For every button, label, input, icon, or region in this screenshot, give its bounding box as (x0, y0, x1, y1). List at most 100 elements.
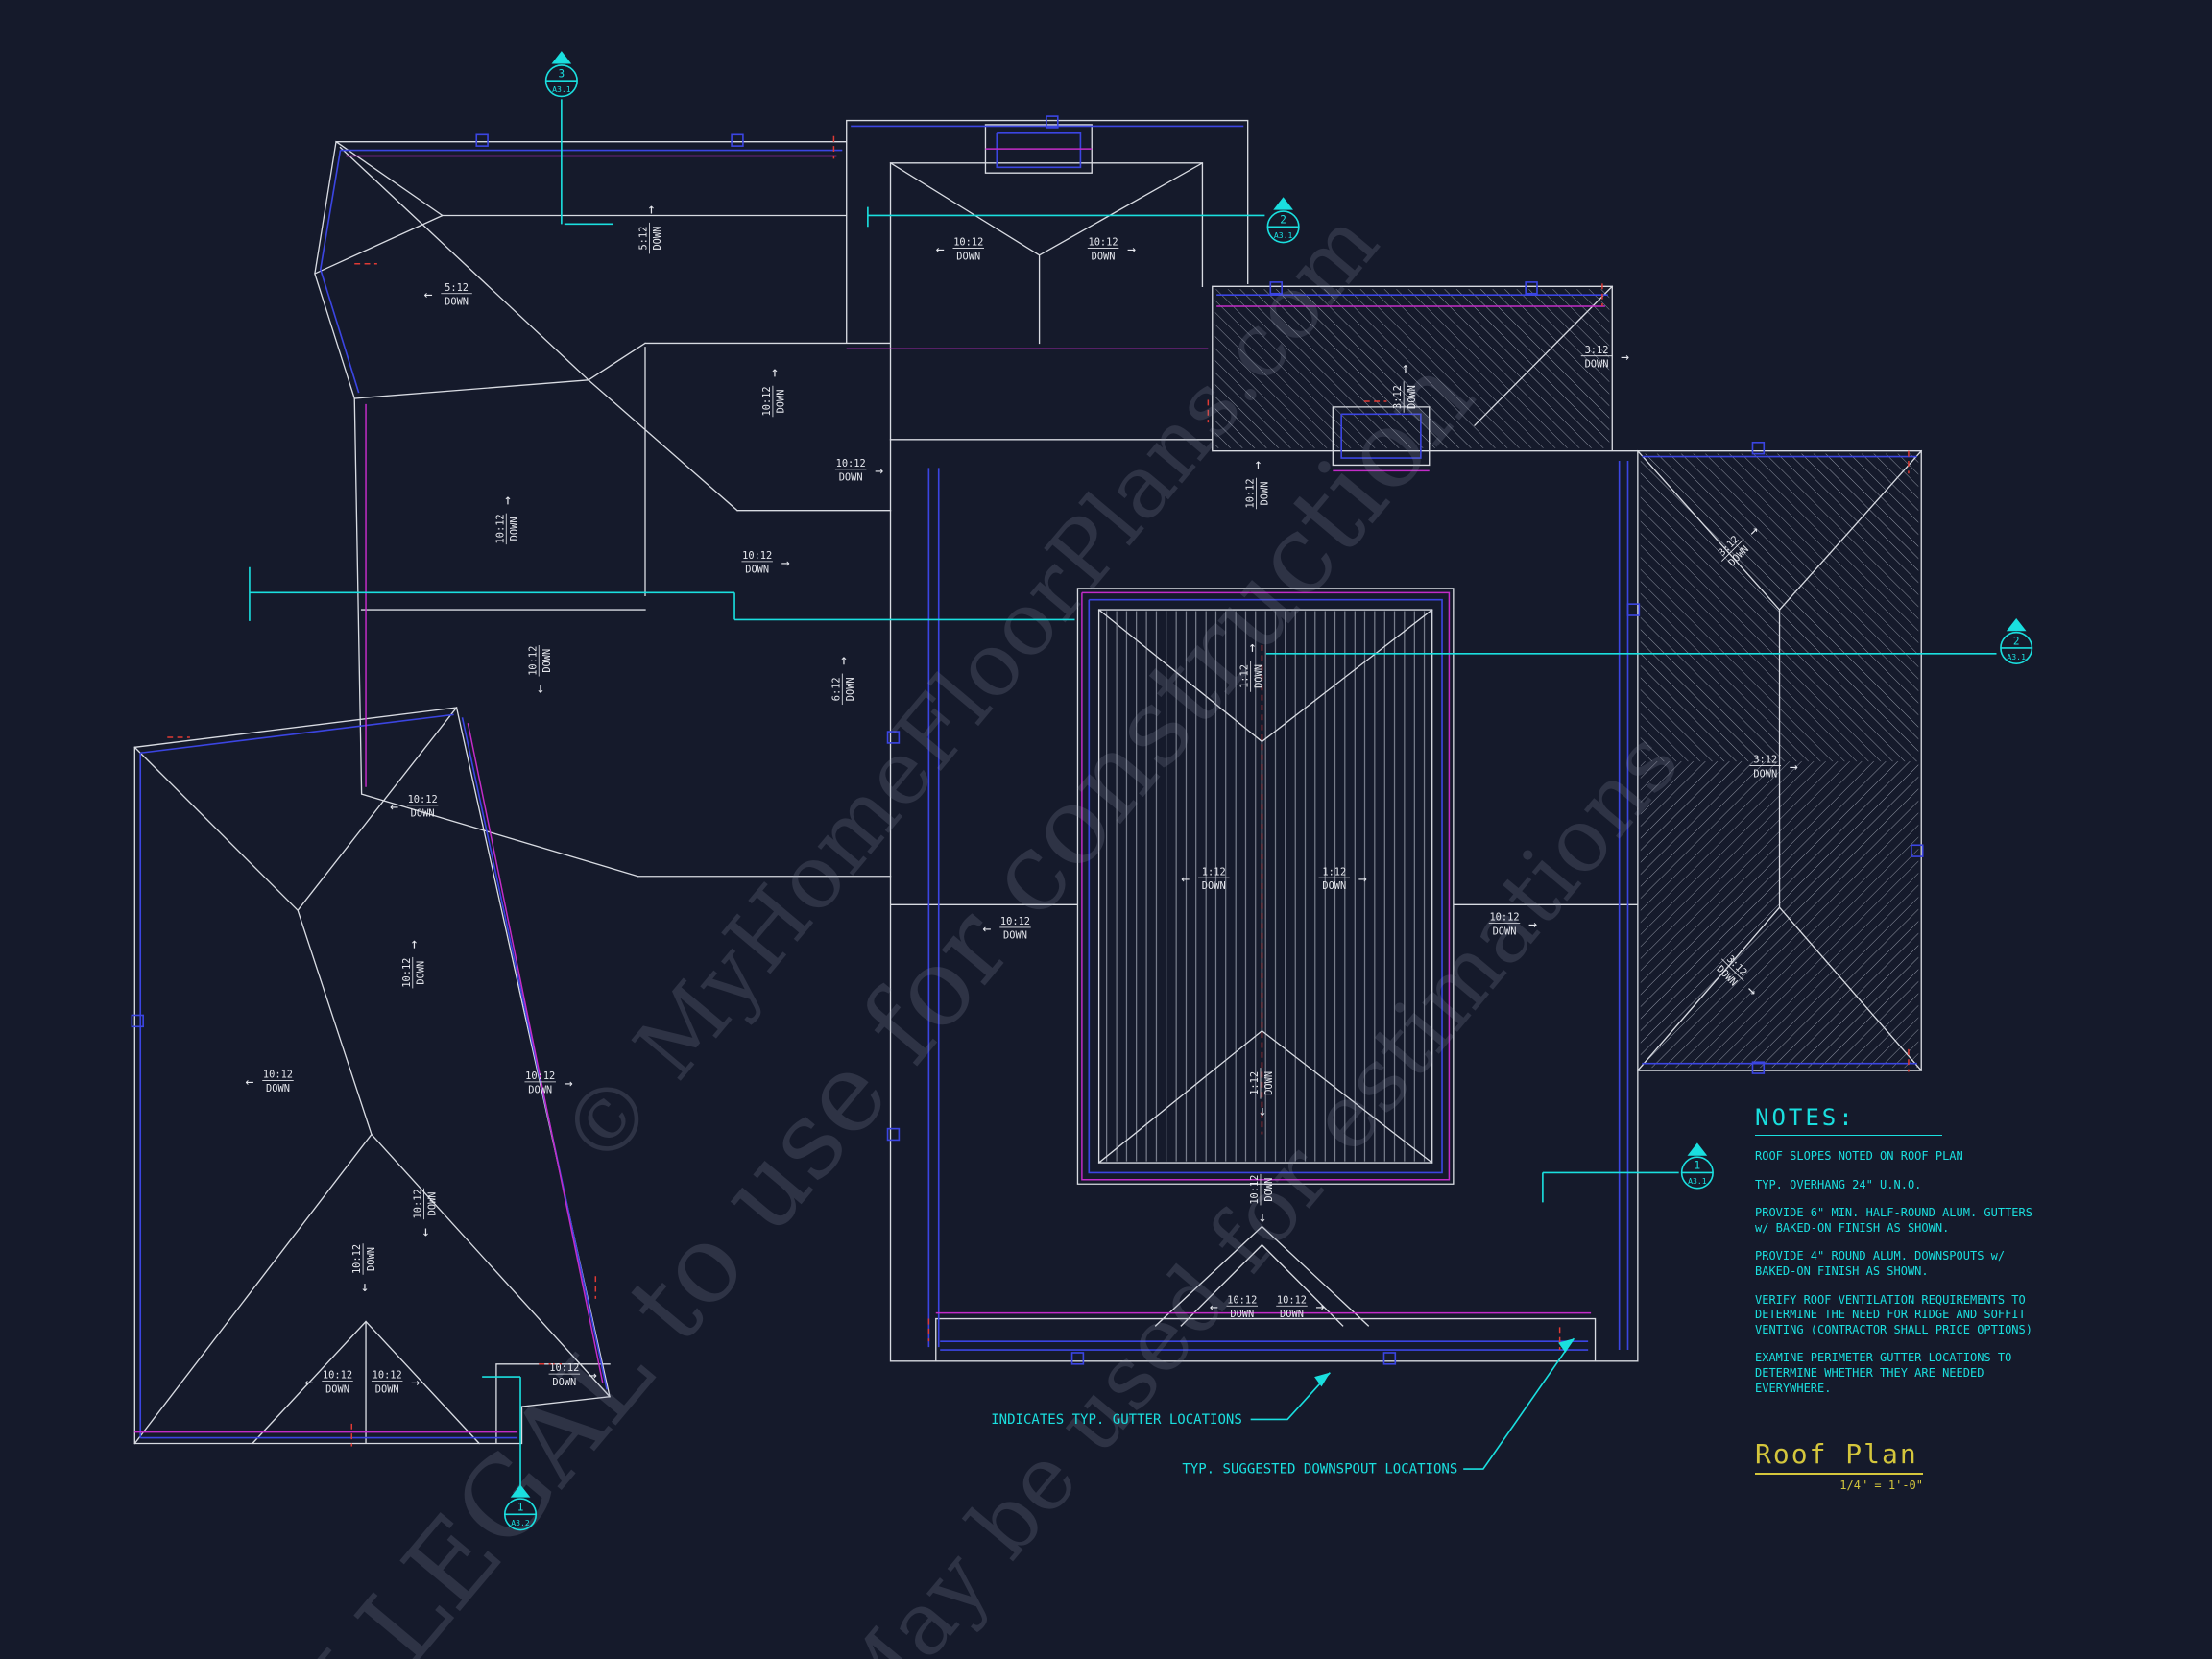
fascia-lines (134, 148, 1605, 1433)
svg-text:DOWN: DOWN (375, 1383, 399, 1395)
hatch-right-block-upper (1640, 453, 1919, 762)
svg-text:DOWN: DOWN (845, 677, 856, 701)
slope-arrow-icon: ← (390, 799, 398, 815)
slope-arrow-icon: → (1397, 364, 1413, 373)
svg-text:2: 2 (1280, 214, 1286, 227)
svg-text:10:12: 10:12 (1088, 237, 1118, 249)
slope-arrow-icon: ← (418, 1228, 434, 1237)
svg-text:DOWN: DOWN (776, 390, 787, 414)
svg-text:10:12: 10:12 (836, 458, 866, 469)
svg-text:DOWN: DOWN (652, 227, 663, 251)
section-marker-flag-icon (1273, 197, 1293, 210)
svg-text:DOWN: DOWN (552, 1377, 576, 1388)
drawing-scale: 1/4" = 1'-0" (1839, 1479, 1923, 1492)
roof-outline-top-wings (313, 119, 1639, 467)
svg-text:10:12: 10:12 (351, 1244, 363, 1274)
watermark: © MyHomeFloorPlans.com ILLEGAL to use fo… (261, 192, 1698, 1659)
slope-arrow-icon: → (1790, 758, 1798, 775)
svg-text:10:12: 10:12 (401, 958, 413, 988)
slope-arrow-icon: ← (245, 1073, 253, 1090)
section-marker: 2A3.1 (1266, 197, 1300, 244)
svg-text:DOWN: DOWN (1493, 926, 1517, 937)
section-marker-flag-icon (510, 1484, 531, 1498)
roof-outline-center-right (889, 439, 1923, 1362)
slope-arrow-icon: → (642, 205, 659, 214)
slope-arrow-icon: → (1316, 1299, 1325, 1315)
svg-text:10:12: 10:12 (761, 386, 773, 416)
svg-text:10:12: 10:12 (323, 1370, 352, 1382)
note-item: TYP. OVERHANG 24" U.N.O. (1755, 1177, 1922, 1191)
slope-arrow-icon: → (1528, 916, 1537, 932)
slope-arrow-icon: → (781, 555, 790, 571)
svg-text:3:12: 3:12 (1753, 755, 1777, 766)
svg-text:10:12: 10:12 (525, 1070, 555, 1082)
section-marker: 1A3.1 (1680, 1142, 1714, 1190)
leader-arrowhead-gutter (1314, 1372, 1331, 1387)
svg-text:10:12: 10:12 (1227, 1294, 1257, 1306)
slope-arrow-icon: → (1244, 643, 1261, 652)
svg-text:DOWN: DOWN (445, 297, 469, 308)
svg-text:10:12: 10:12 (1245, 478, 1257, 508)
roof-outline-left-wings (133, 347, 892, 1445)
svg-text:10:12: 10:12 (1489, 912, 1519, 924)
note-item: VERIFY ROOF VENTILATION REQUIREMENTS TO … (1755, 1292, 2032, 1336)
roof-linework (133, 119, 1923, 1445)
svg-text:DOWN: DOWN (745, 565, 769, 576)
svg-text:A3.2: A3.2 (511, 1518, 530, 1527)
slope-arrow-icon: → (1621, 349, 1629, 366)
svg-text:1:12: 1:12 (1249, 1071, 1261, 1095)
svg-text:1:12: 1:12 (1239, 664, 1251, 688)
slope-arrow-icon: ← (1254, 1107, 1270, 1116)
svg-text:10:12: 10:12 (373, 1370, 402, 1382)
slope-arrow-icon: → (565, 1075, 573, 1092)
hatch-areas (1100, 289, 1919, 1162)
svg-text:5:12: 5:12 (445, 282, 469, 294)
svg-text:5:12: 5:12 (637, 227, 649, 251)
svg-text:DOWN: DOWN (839, 472, 863, 484)
svg-text:A3.1: A3.1 (2007, 652, 2026, 661)
section-marker-flag-icon (551, 51, 572, 64)
slope-arrow-icon: → (1249, 461, 1265, 469)
hatch-top-right-band (1214, 289, 1610, 448)
note-item: EXAMINE PERIMETER GUTTER LOCATIONS TO DE… (1755, 1351, 2012, 1395)
section-marker: 3A3.1 (544, 51, 578, 98)
downspout-dashes (167, 135, 1910, 1447)
slope-arrow-icon: → (411, 1374, 420, 1390)
slope-arrow-icon: → (406, 940, 422, 949)
svg-text:10:12: 10:12 (953, 237, 983, 249)
svg-text:DOWN: DOWN (416, 961, 427, 985)
svg-text:3: 3 (559, 67, 565, 80)
slope-arrow-icon: → (835, 657, 852, 665)
section-marker-flag-icon (2006, 617, 2027, 632)
svg-text:DOWN: DOWN (1322, 880, 1346, 892)
svg-text:DOWN: DOWN (366, 1247, 377, 1271)
svg-text:6:12: 6:12 (830, 677, 842, 701)
svg-text:10:12: 10:12 (494, 514, 506, 543)
slope-arrow-icon: ← (305, 1374, 314, 1390)
svg-text:DOWN: DOWN (1585, 359, 1609, 371)
title-block: Roof Plan 1/4" = 1'-0" (1755, 1438, 1923, 1492)
